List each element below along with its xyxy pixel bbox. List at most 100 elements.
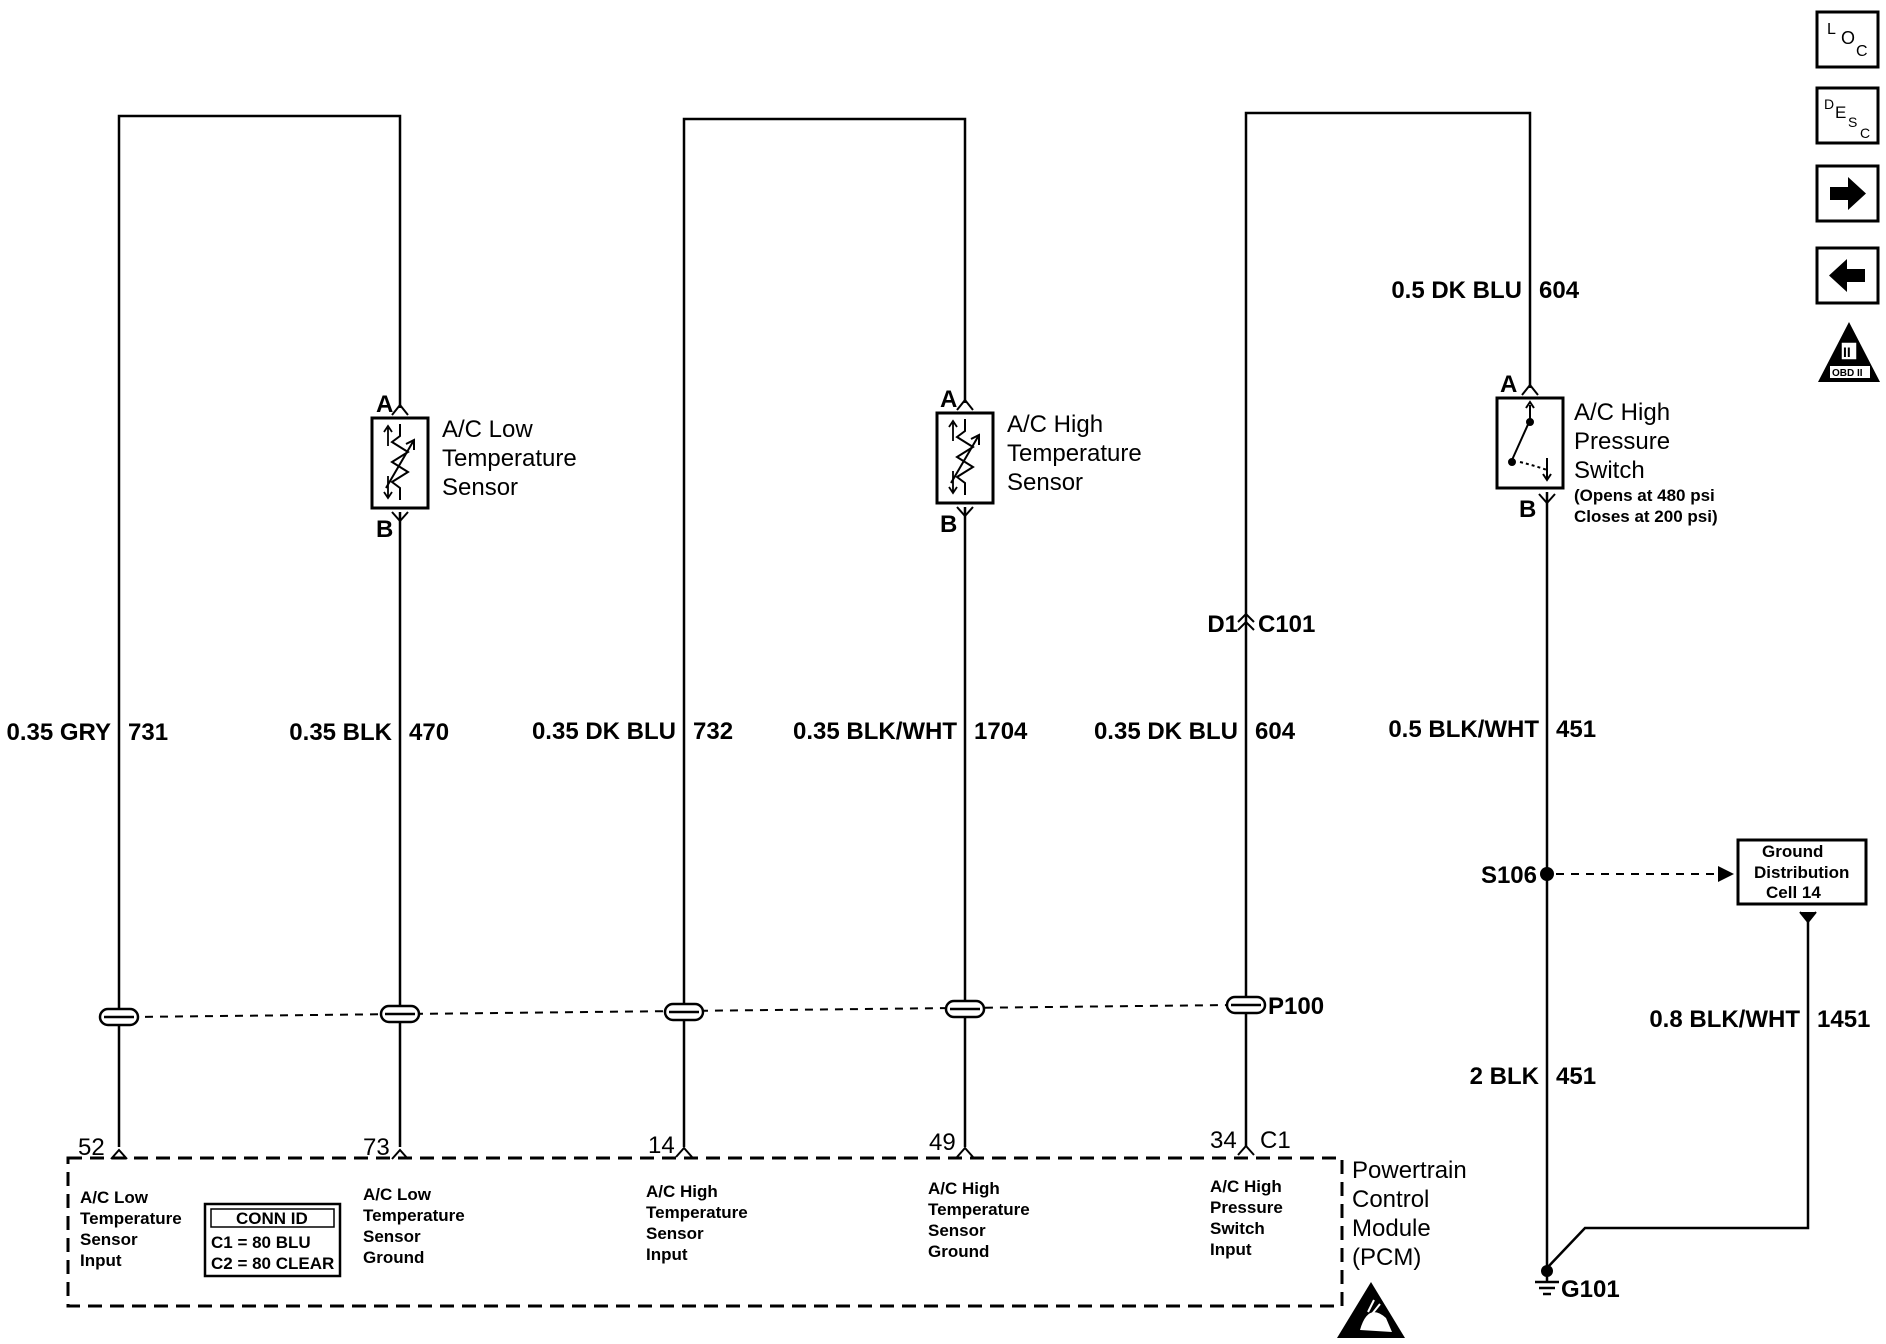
s106-label: S106	[1481, 862, 1537, 889]
obd-label: OBD II	[1832, 368, 1863, 379]
svg-text:Cell 14: Cell 14	[1766, 883, 1821, 902]
svg-text:Sensor: Sensor	[442, 474, 518, 501]
c101-label: C101	[1258, 611, 1315, 638]
svg-text:(Opens at 480 psi: (Opens at 480 psi	[1574, 486, 1715, 505]
svg-text:Pressure: Pressure	[1574, 428, 1670, 455]
svg-text:Input: Input	[1210, 1240, 1252, 1259]
thermistor-icon	[955, 419, 975, 495]
low-sensor-pin-a: A	[376, 391, 393, 418]
svg-text:Temperature: Temperature	[928, 1200, 1030, 1219]
svg-text:A/C High: A/C High	[1210, 1177, 1282, 1196]
svg-text:Pressure: Pressure	[1210, 1198, 1283, 1217]
low-sensor-pin-b: B	[376, 516, 393, 543]
wire-labels: 0.35 GRY 731 0.35 BLK 470 0.35 DK BLU 73…	[7, 277, 1871, 1090]
desc-letter-s: S	[1848, 114, 1857, 130]
high-sensor-pin-b: B	[940, 511, 957, 538]
svg-text:A/C Low: A/C Low	[363, 1185, 432, 1204]
svg-text:A/C High: A/C High	[1574, 399, 1670, 426]
pcm-name: Powertrain Control Module (PCM)	[1352, 1157, 1467, 1271]
connector-arrows	[110, 383, 1817, 1160]
svg-text:Control: Control	[1352, 1186, 1429, 1213]
pcm-outline	[66, 1156, 1344, 1308]
arrow-left-icon	[1829, 259, 1865, 292]
desc-letter-d: D	[1824, 96, 1834, 112]
svg-text:Input: Input	[646, 1245, 688, 1264]
prev-page-button[interactable]	[1815, 246, 1880, 305]
svg-text:451: 451	[1556, 716, 1596, 743]
svg-text:Temperature: Temperature	[442, 445, 577, 472]
svg-text:0.35 BLK/WHT: 0.35 BLK/WHT	[793, 718, 957, 745]
obd-ii-button[interactable]: II OBD II	[1818, 322, 1880, 382]
svg-text:0.35 DK BLU: 0.35 DK BLU	[1094, 718, 1238, 745]
pressure-switch-icon	[1508, 400, 1552, 482]
svg-text:A/C High: A/C High	[646, 1182, 718, 1201]
low-temp-sensor[interactable]	[370, 416, 430, 510]
svg-text:451: 451	[1556, 1063, 1596, 1090]
svg-text:Sensor: Sensor	[646, 1224, 704, 1243]
esd-warning-icon	[1337, 1282, 1405, 1338]
svg-text:Temperature: Temperature	[363, 1206, 465, 1225]
c1-label: C1	[1260, 1127, 1291, 1154]
conn-id-title: CONN ID	[236, 1209, 308, 1228]
svg-text:34: 34	[1210, 1127, 1237, 1154]
wire-604	[1244, 111, 1532, 1147]
svg-text:604: 604	[1255, 718, 1296, 745]
pcm-pin-numbers: 52 73 14 49 34 C1	[78, 1127, 1291, 1161]
svg-text:Sensor: Sensor	[1007, 469, 1083, 496]
svg-text:Temperature: Temperature	[646, 1203, 748, 1222]
svg-text:Ground: Ground	[928, 1242, 989, 1261]
switch-pin-b: B	[1519, 496, 1536, 523]
high-sensor-pin-a: A	[940, 386, 957, 413]
switch-pin-a: A	[1500, 371, 1517, 398]
g101-dot	[1541, 1265, 1553, 1277]
pressure-switch-name: A/C High Pressure Switch (Opens at 480 p…	[1574, 399, 1718, 526]
conn-id-c1: C1 = 80 BLU	[211, 1233, 311, 1252]
svg-text:604: 604	[1539, 277, 1580, 304]
svg-text:A/C Low: A/C Low	[80, 1188, 149, 1207]
svg-text:Distribution: Distribution	[1754, 863, 1849, 882]
wire-731	[117, 114, 402, 1147]
ground-distribution-link[interactable]: Ground Distribution Cell 14	[1736, 838, 1868, 906]
svg-text:A/C High: A/C High	[1007, 411, 1103, 438]
p100-label: P100	[1268, 993, 1324, 1020]
desc-letter-e: E	[1835, 103, 1846, 122]
conn-id-table: CONN ID C1 = 80 BLU C2 = 80 CLEAR	[203, 1202, 342, 1278]
pcm-input-labels: A/C Low Temperature Sensor Input A/C Low…	[80, 1177, 1283, 1270]
ref-arrow-icon	[1718, 866, 1734, 882]
loc-letter-o: O	[1841, 28, 1855, 48]
s106-splice-dot	[1540, 867, 1554, 881]
next-page-button[interactable]	[1815, 164, 1880, 223]
wire-1451	[1546, 914, 1810, 1269]
svg-text:A/C High: A/C High	[928, 1179, 1000, 1198]
svg-text:2 BLK: 2 BLK	[1470, 1063, 1540, 1090]
svg-text:Sensor: Sensor	[363, 1227, 421, 1246]
svg-text:1704: 1704	[974, 718, 1028, 745]
low-sensor-name: A/C Low Temperature Sensor	[442, 416, 577, 501]
svg-text:470: 470	[409, 719, 449, 746]
g101-label: G101	[1561, 1276, 1620, 1303]
desc-button[interactable]: D E S C	[1815, 86, 1880, 145]
obd-roman-numeral: II	[1843, 344, 1851, 360]
high-temp-sensor[interactable]	[935, 411, 995, 505]
svg-text:Switch: Switch	[1574, 457, 1645, 484]
desc-letter-c: C	[1860, 125, 1870, 141]
svg-text:73: 73	[363, 1134, 390, 1161]
svg-text:Input: Input	[80, 1251, 122, 1270]
conn-id-c2: C2 = 80 CLEAR	[211, 1254, 334, 1273]
high-sensor-name: A/C High Temperature Sensor	[1007, 411, 1142, 496]
high-pressure-switch[interactable]	[1495, 396, 1565, 490]
p100-connector-row	[98, 995, 1267, 1027]
svg-text:Module: Module	[1352, 1215, 1431, 1242]
svg-text:Sensor: Sensor	[928, 1221, 986, 1240]
svg-text:49: 49	[929, 1129, 956, 1156]
loc-button[interactable]: L O C	[1815, 10, 1880, 69]
svg-text:0.5 DK BLU: 0.5 DK BLU	[1391, 277, 1522, 304]
svg-text:731: 731	[128, 719, 168, 746]
svg-text:Temperature: Temperature	[80, 1209, 182, 1228]
loc-letter-c: C	[1856, 43, 1868, 60]
svg-text:0.35 GRY: 0.35 GRY	[7, 719, 112, 746]
p100-link-line	[129, 1004, 1233, 1018]
svg-text:0.8 BLK/WHT: 0.8 BLK/WHT	[1649, 1006, 1800, 1033]
